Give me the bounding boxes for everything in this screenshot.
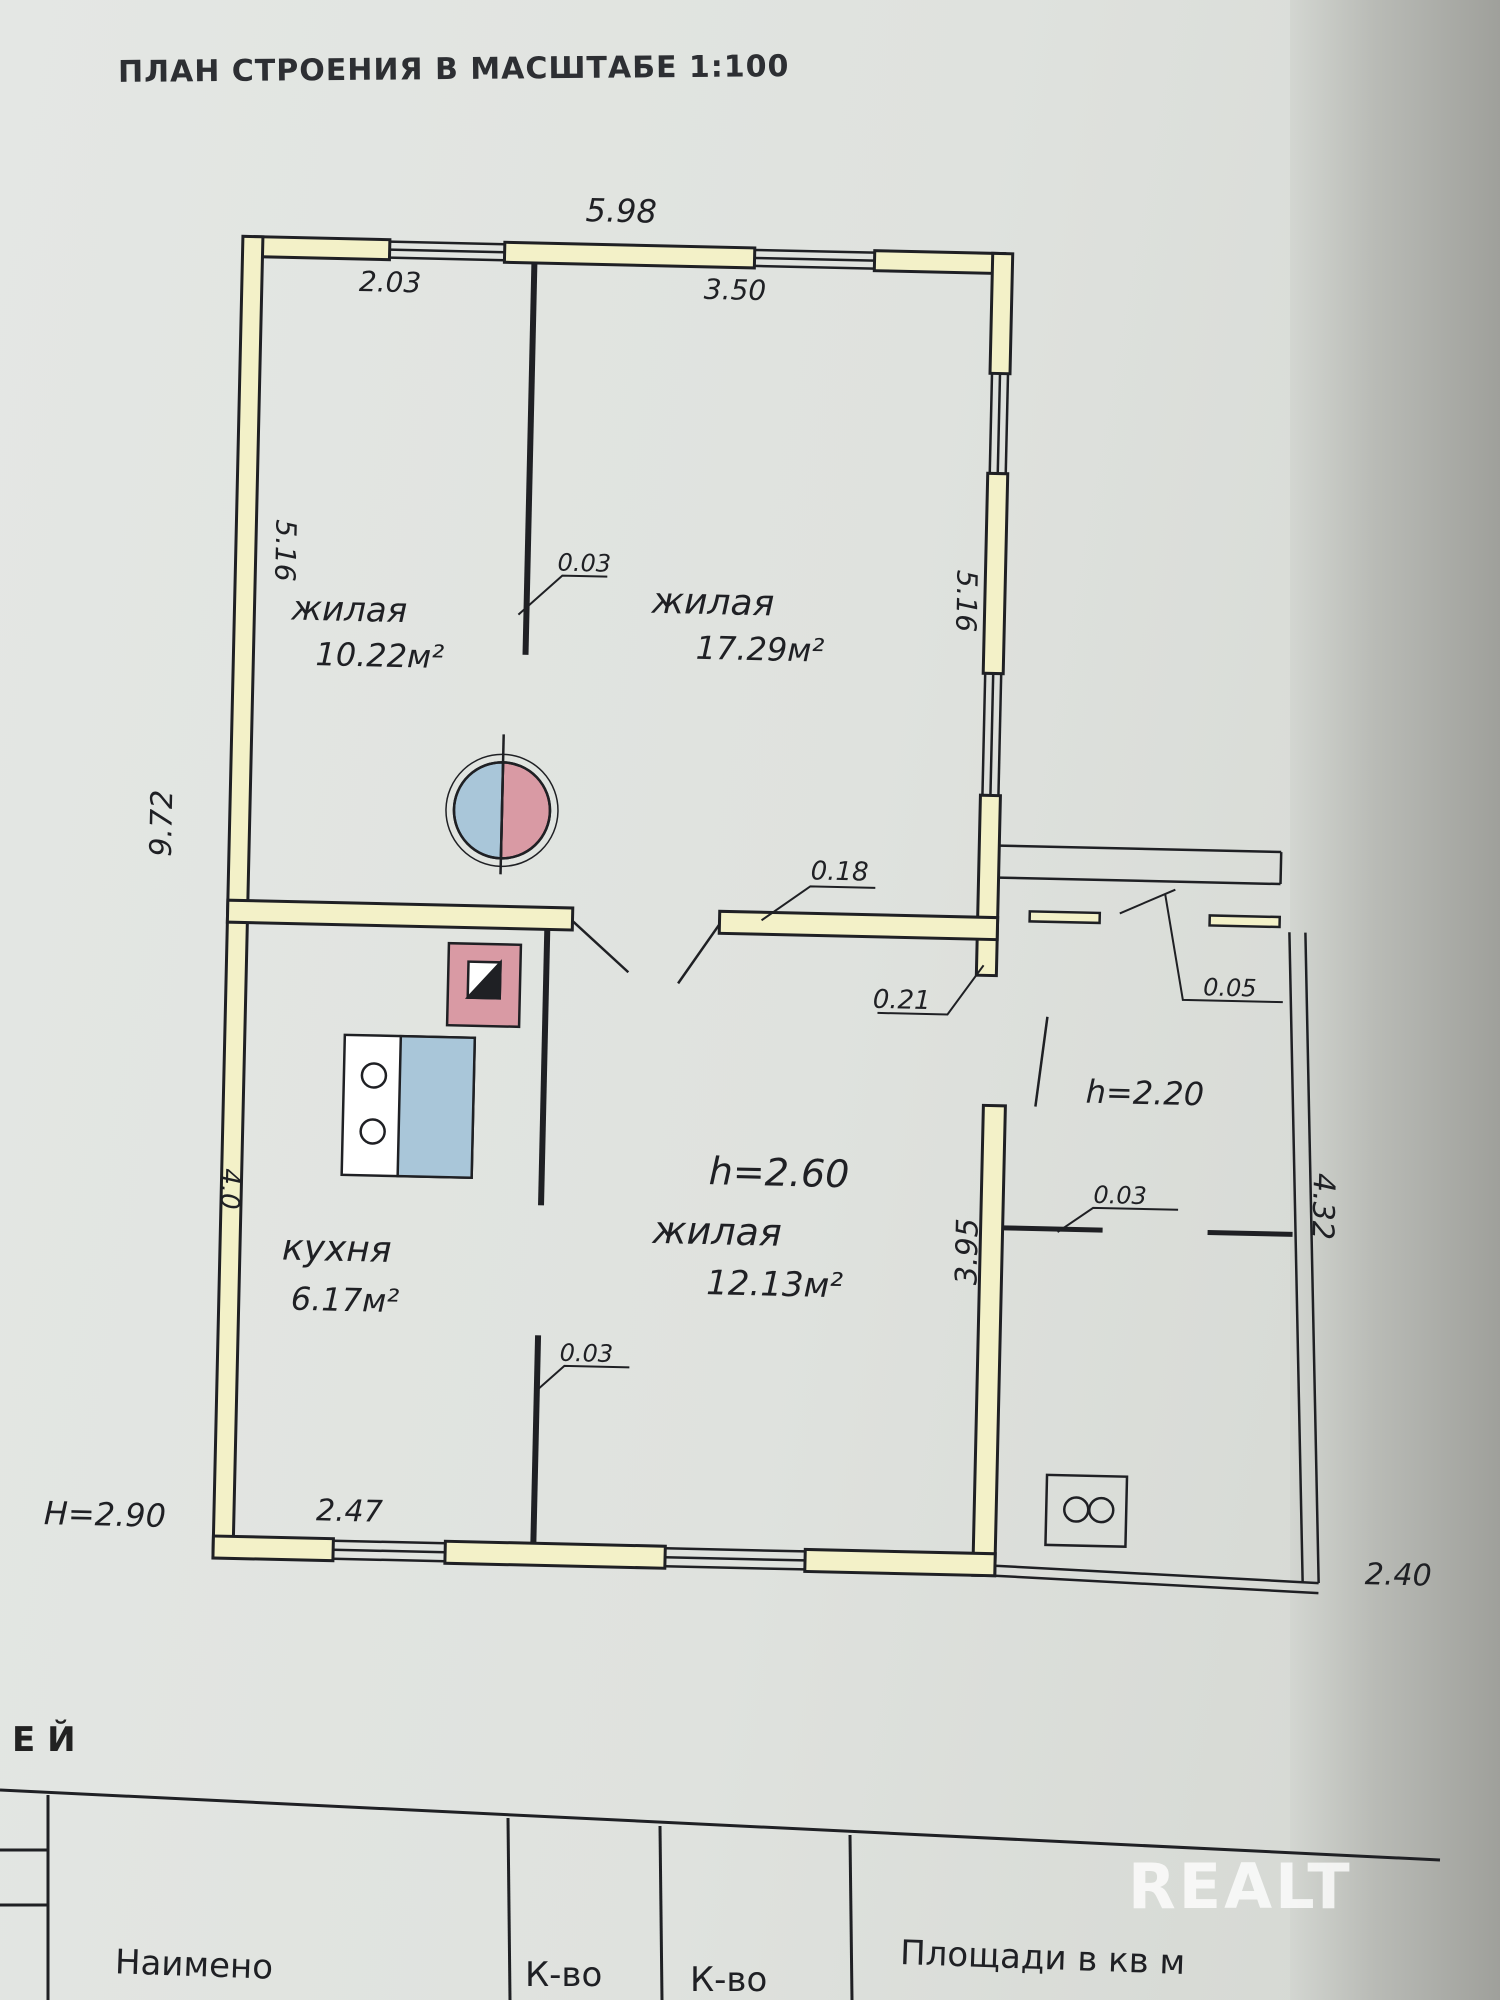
wall-top-3 bbox=[872, 249, 1007, 276]
bottom-table bbox=[0, 1788, 1441, 2000]
table-col-qty1: К-во bbox=[525, 1955, 603, 1995]
room2-area: 17.29м² bbox=[695, 629, 825, 670]
window-right-2 bbox=[981, 673, 1003, 796]
table-col-qty2: К-во bbox=[690, 1960, 768, 2000]
leader-lines bbox=[517, 574, 1283, 1392]
wall-bottom-1 bbox=[211, 1534, 335, 1563]
wall-right-1 bbox=[988, 251, 1015, 376]
dim-porch-side: 4.32 bbox=[1304, 1173, 1341, 1241]
room3-area: 12.13м² bbox=[706, 1263, 844, 1306]
window-bottom-1 bbox=[332, 1539, 446, 1563]
dim-left-total: 9.72 bbox=[144, 789, 181, 857]
leader-0-03-upper bbox=[517, 574, 608, 616]
dim-left-lower: 4.0 bbox=[214, 1168, 245, 1210]
porch bbox=[994, 844, 1320, 1595]
wall-bottom-3 bbox=[803, 1547, 997, 1578]
window-right-1 bbox=[988, 373, 1010, 474]
dim-top-right: 3.50 bbox=[703, 273, 766, 307]
leader-porch-top bbox=[1119, 888, 1176, 915]
leader-0-03-kitchen bbox=[536, 1364, 630, 1392]
kitchen-area: 6.17м² bbox=[290, 1280, 399, 1320]
partition-kitchen-lower bbox=[530, 1335, 542, 1544]
table-col-name: Наимено bbox=[114, 1942, 274, 1988]
dim-left-upper: 5.16 bbox=[268, 519, 302, 582]
partition-upper bbox=[522, 262, 538, 655]
partitions bbox=[522, 262, 551, 1544]
wall-top-2 bbox=[502, 240, 757, 270]
door-leaf-left bbox=[571, 920, 630, 974]
wall-right-2 bbox=[981, 471, 1010, 676]
window-bottom-2 bbox=[664, 1546, 806, 1571]
partition-kitchen bbox=[538, 929, 551, 1206]
dim-top-total: 5.98 bbox=[585, 191, 657, 231]
leader-0-03-porch bbox=[1056, 1206, 1179, 1233]
paper-shadow-edge bbox=[1290, 0, 1500, 2000]
dim-porch-partition: 0.03 bbox=[1093, 1181, 1147, 1210]
dim-wall-018: 0.18 bbox=[810, 856, 869, 887]
window-top-right bbox=[754, 248, 875, 270]
wall-right-3 bbox=[974, 793, 1002, 978]
door-leaf-right bbox=[677, 923, 721, 985]
table-partial-heading: Е Й bbox=[12, 1720, 76, 1760]
wall-bottom-2 bbox=[443, 1539, 667, 1570]
dim-porch-width: 2.40 bbox=[1364, 1557, 1432, 1594]
dim-bottom-left: 2.47 bbox=[316, 1493, 384, 1530]
exterior-walls bbox=[211, 234, 1015, 1578]
dim-top-left: 2.03 bbox=[359, 265, 422, 299]
dim-height-main: H=2.90 bbox=[43, 1494, 166, 1535]
kitchen-name: кухня bbox=[282, 1227, 392, 1270]
window-top-left bbox=[389, 240, 505, 262]
stove-round bbox=[445, 734, 559, 875]
doors bbox=[571, 920, 721, 985]
paper-sheet bbox=[0, 0, 1330, 2000]
dim-kitchen-partition: 0.03 bbox=[559, 1339, 613, 1368]
room2-name: жилая bbox=[650, 581, 774, 625]
leader-0-18 bbox=[760, 885, 876, 922]
room3-name: жилая bbox=[651, 1208, 782, 1255]
room1-area: 10.22м² bbox=[315, 635, 445, 676]
wall-right-lower bbox=[971, 1103, 1007, 1578]
room1-name: жилая bbox=[290, 589, 408, 632]
wall-top-1 bbox=[252, 235, 392, 262]
realt-watermark-logo: REALT bbox=[1128, 1850, 1353, 1923]
porch-fixture-box bbox=[1044, 1473, 1129, 1548]
dim-right-upper: 5.16 bbox=[949, 569, 983, 632]
dim-porch-wall: 0.05 bbox=[1203, 973, 1257, 1002]
wall-middle-left bbox=[225, 898, 575, 932]
dim-wall-021: 0.21 bbox=[872, 985, 931, 1016]
leader-0-21 bbox=[877, 964, 985, 1016]
windows bbox=[332, 240, 1010, 1571]
wall-middle-right bbox=[717, 909, 1000, 942]
leader-0-05 bbox=[1164, 894, 1283, 1004]
dim-porch-height: h=2.20 bbox=[1085, 1073, 1204, 1114]
dim-inner-wall: 3.95 bbox=[949, 1218, 986, 1286]
dim-partition-1: 0.03 bbox=[557, 549, 611, 578]
wall-left bbox=[211, 234, 265, 1558]
dim-room-height: h=2.60 bbox=[708, 1149, 850, 1196]
kitchen-stove bbox=[340, 941, 523, 1180]
